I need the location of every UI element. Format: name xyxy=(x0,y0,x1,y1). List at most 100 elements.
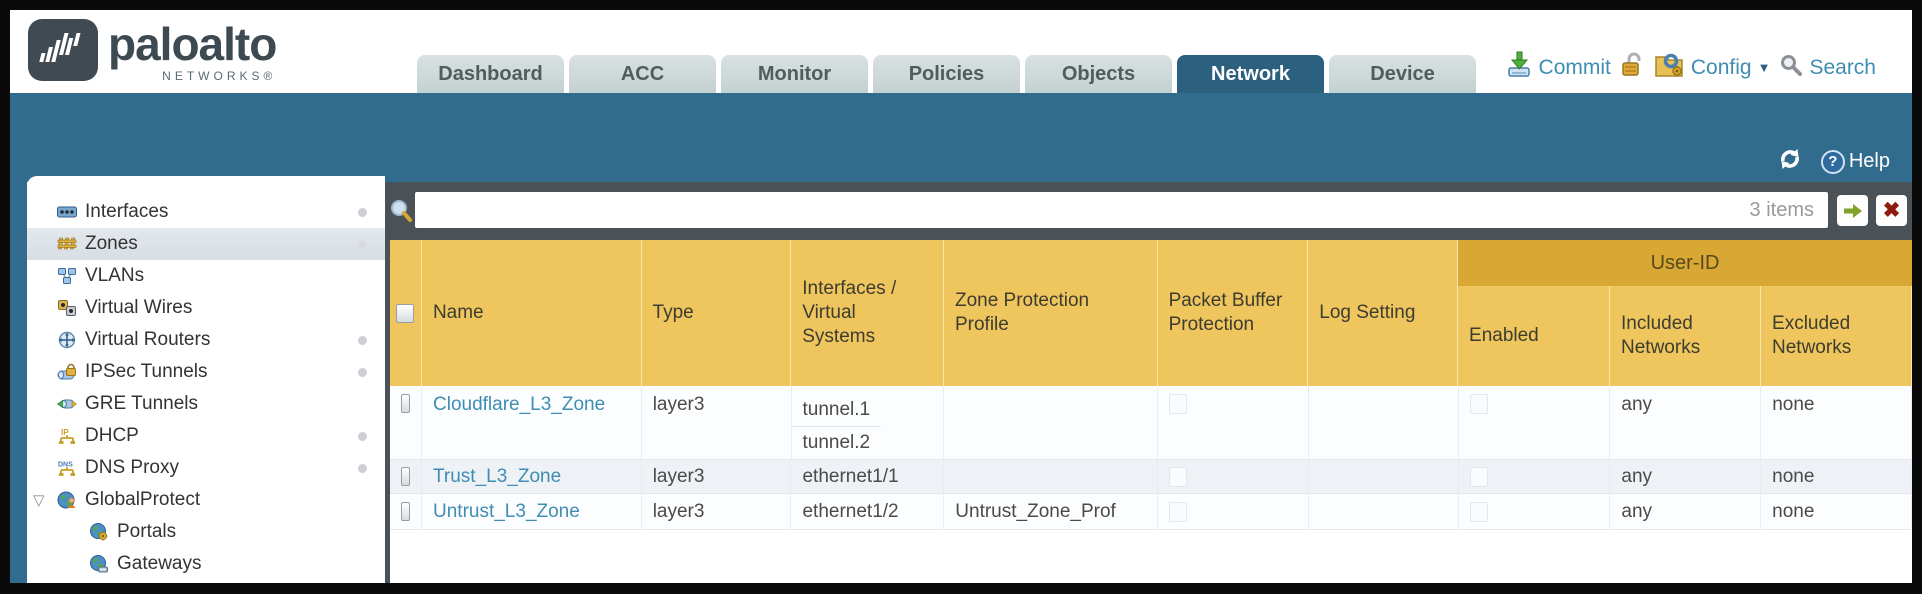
user-id-enabled-checkbox[interactable] xyxy=(1469,501,1488,522)
lock-icon[interactable] xyxy=(1620,52,1645,84)
column-header-packet-buffer-protection[interactable]: Packet Buffer Protection xyxy=(1158,240,1309,386)
zone-protection-profile-cell xyxy=(944,460,1158,493)
search-label: Search xyxy=(1809,55,1876,79)
global-find-button[interactable]: Search xyxy=(1779,53,1876,83)
sidebar-item-label: Portals xyxy=(117,521,177,542)
sidebar-item-zones[interactable]: Zones xyxy=(27,228,385,260)
sidebar-item-interfaces[interactable]: Interfaces xyxy=(27,196,385,228)
zone-name-link[interactable]: Trust_L3_Zone xyxy=(433,465,562,487)
sidebar-item-virtual-wires[interactable]: Virtual Wires xyxy=(27,292,385,324)
zones-main-panel: 3 items ✖ Name xyxy=(385,182,1913,583)
tab-acc[interactable]: ACC xyxy=(569,55,716,93)
panel-divider xyxy=(385,182,390,583)
row-checkbox[interactable] xyxy=(401,467,410,486)
table-row-untrust-l3-zone: Untrust_L3_Zone layer3 ethernet1/2 Untru… xyxy=(390,494,1912,530)
zone-type-cell: layer3 xyxy=(642,494,792,529)
column-header-interfaces[interactable]: Interfaces / Virtual Systems xyxy=(791,240,944,386)
commit-icon xyxy=(1505,51,1533,84)
row-checkbox-cell xyxy=(390,460,422,493)
svg-text:IP: IP xyxy=(61,428,69,437)
left-teal-strip xyxy=(10,93,27,583)
column-header-type[interactable]: Type xyxy=(642,240,792,386)
status-dot xyxy=(358,240,367,249)
sidebar-item-virtual-routers[interactable]: Virtual Routers xyxy=(27,324,385,356)
user-id-enabled-checkbox[interactable] xyxy=(1469,394,1488,414)
zone-name-link[interactable]: Cloudflare_L3_Zone xyxy=(433,394,606,415)
help-button[interactable]: ? Help xyxy=(1820,149,1890,174)
tab-network[interactable]: Network xyxy=(1177,55,1324,93)
tab-monitor[interactable]: Monitor xyxy=(721,55,868,93)
close-icon: ✖ xyxy=(1882,199,1901,222)
sidebar-item-ipsec-tunnels[interactable]: IPSec Tunnels xyxy=(27,356,385,388)
packet-buffer-checkbox[interactable] xyxy=(1168,501,1187,522)
column-header-included-networks[interactable]: Included Networks xyxy=(1610,286,1762,386)
virtual-wires-icon xyxy=(57,299,77,317)
panos-window: paloalto NETWORKS® Dashboard ACC Monitor… xyxy=(10,10,1913,583)
interface-entry: tunnel.2 xyxy=(791,426,882,459)
row-checkbox[interactable] xyxy=(401,502,410,521)
tab-dashboard[interactable]: Dashboard xyxy=(417,55,564,93)
expander-icon[interactable]: ▽ xyxy=(33,492,45,509)
packet-buffer-checkbox[interactable] xyxy=(1168,394,1187,414)
row-checkbox-cell xyxy=(390,386,422,459)
user-id-enabled-cell xyxy=(1459,494,1611,529)
commit-button[interactable]: Commit xyxy=(1505,51,1611,84)
config-label: Config xyxy=(1690,55,1752,79)
column-header-zone-protection-profile[interactable]: Zone Protection Profile xyxy=(944,240,1158,386)
main-nav-tabs: Dashboard ACC Monitor Policies Objects N… xyxy=(417,55,1481,93)
column-header-excluded-networks[interactable]: Excluded Networks xyxy=(1761,286,1913,386)
log-setting-cell xyxy=(1309,494,1459,529)
sidebar-item-label: Zones xyxy=(85,233,138,254)
filter-input[interactable] xyxy=(415,192,1750,228)
virtual-routers-icon xyxy=(57,331,77,349)
top-bar: paloalto NETWORKS® Dashboard ACC Monitor… xyxy=(10,10,1912,93)
logo-wordmark: paloalto xyxy=(108,18,277,70)
sidebar-item-label: Virtual Routers xyxy=(85,329,211,350)
commit-label: Commit xyxy=(1538,55,1611,79)
clear-filter-button[interactable]: ✖ xyxy=(1876,195,1907,226)
status-dot xyxy=(358,368,367,377)
tab-policies[interactable]: Policies xyxy=(873,55,1020,93)
tab-device[interactable]: Device xyxy=(1329,55,1476,93)
packet-buffer-protection-cell xyxy=(1158,386,1309,459)
zone-name-cell: Trust_L3_Zone xyxy=(422,460,642,493)
column-header-name[interactable]: Name xyxy=(422,240,642,386)
interfaces-icon xyxy=(57,203,77,221)
sidebar-item-globalprotect[interactable]: ▽ GlobalProtect xyxy=(27,484,385,516)
column-header-log-setting[interactable]: Log Setting xyxy=(1308,240,1459,386)
column-header-enabled[interactable]: Enabled xyxy=(1458,286,1611,386)
zone-protection-profile-cell: Untrust_Zone_Prof xyxy=(944,494,1158,529)
zones-table: Name Type Interfaces / Virtual Systems Z… xyxy=(390,240,1913,583)
sidebar-item-gateways[interactable]: Gateways xyxy=(27,548,385,580)
packet-buffer-protection-cell xyxy=(1158,494,1309,529)
user-id-enabled-cell xyxy=(1459,386,1611,459)
item-count: 3 items xyxy=(1749,198,1814,221)
sidebar-item-label: DNS Proxy xyxy=(85,457,179,478)
zone-name-cell: Untrust_L3_Zone xyxy=(422,494,642,529)
log-setting-cell xyxy=(1309,386,1459,459)
row-checkbox[interactable] xyxy=(401,394,410,413)
refresh-icon[interactable] xyxy=(1777,147,1803,176)
config-menu-button[interactable]: Config ▼ xyxy=(1654,51,1770,84)
sidebar-item-dhcp[interactable]: IP DHCP xyxy=(27,420,385,452)
dns-proxy-icon: DNS xyxy=(57,459,77,477)
packet-buffer-checkbox[interactable] xyxy=(1168,466,1187,487)
excluded-networks-cell: none xyxy=(1761,386,1912,459)
tab-objects[interactable]: Objects xyxy=(1025,55,1172,93)
sidebar-item-vlans[interactable]: VLANs xyxy=(27,260,385,292)
apply-filter-button[interactable] xyxy=(1837,195,1868,226)
content-area: Interfaces Zones VLANs Virtua xyxy=(10,93,1913,583)
sidebar-item-label: Virtual Wires xyxy=(85,297,193,318)
sidebar-item-dns-proxy[interactable]: DNS DNS Proxy xyxy=(27,452,385,484)
config-icon xyxy=(1654,51,1685,84)
filter-bar: 3 items ✖ xyxy=(385,182,1912,240)
select-all-checkbox[interactable] xyxy=(396,303,415,323)
zone-name-link[interactable]: Untrust_L3_Zone xyxy=(433,500,580,522)
sidebar-item-portals[interactable]: Portals xyxy=(27,516,385,548)
user-id-enabled-checkbox[interactable] xyxy=(1469,466,1488,487)
sidebar-item-gre-tunnels[interactable]: GRE Tunnels xyxy=(27,388,385,420)
vlans-icon xyxy=(57,267,77,285)
zones-icon xyxy=(57,235,77,253)
help-label: Help xyxy=(1848,150,1890,172)
gre-tunnels-icon xyxy=(56,395,78,413)
